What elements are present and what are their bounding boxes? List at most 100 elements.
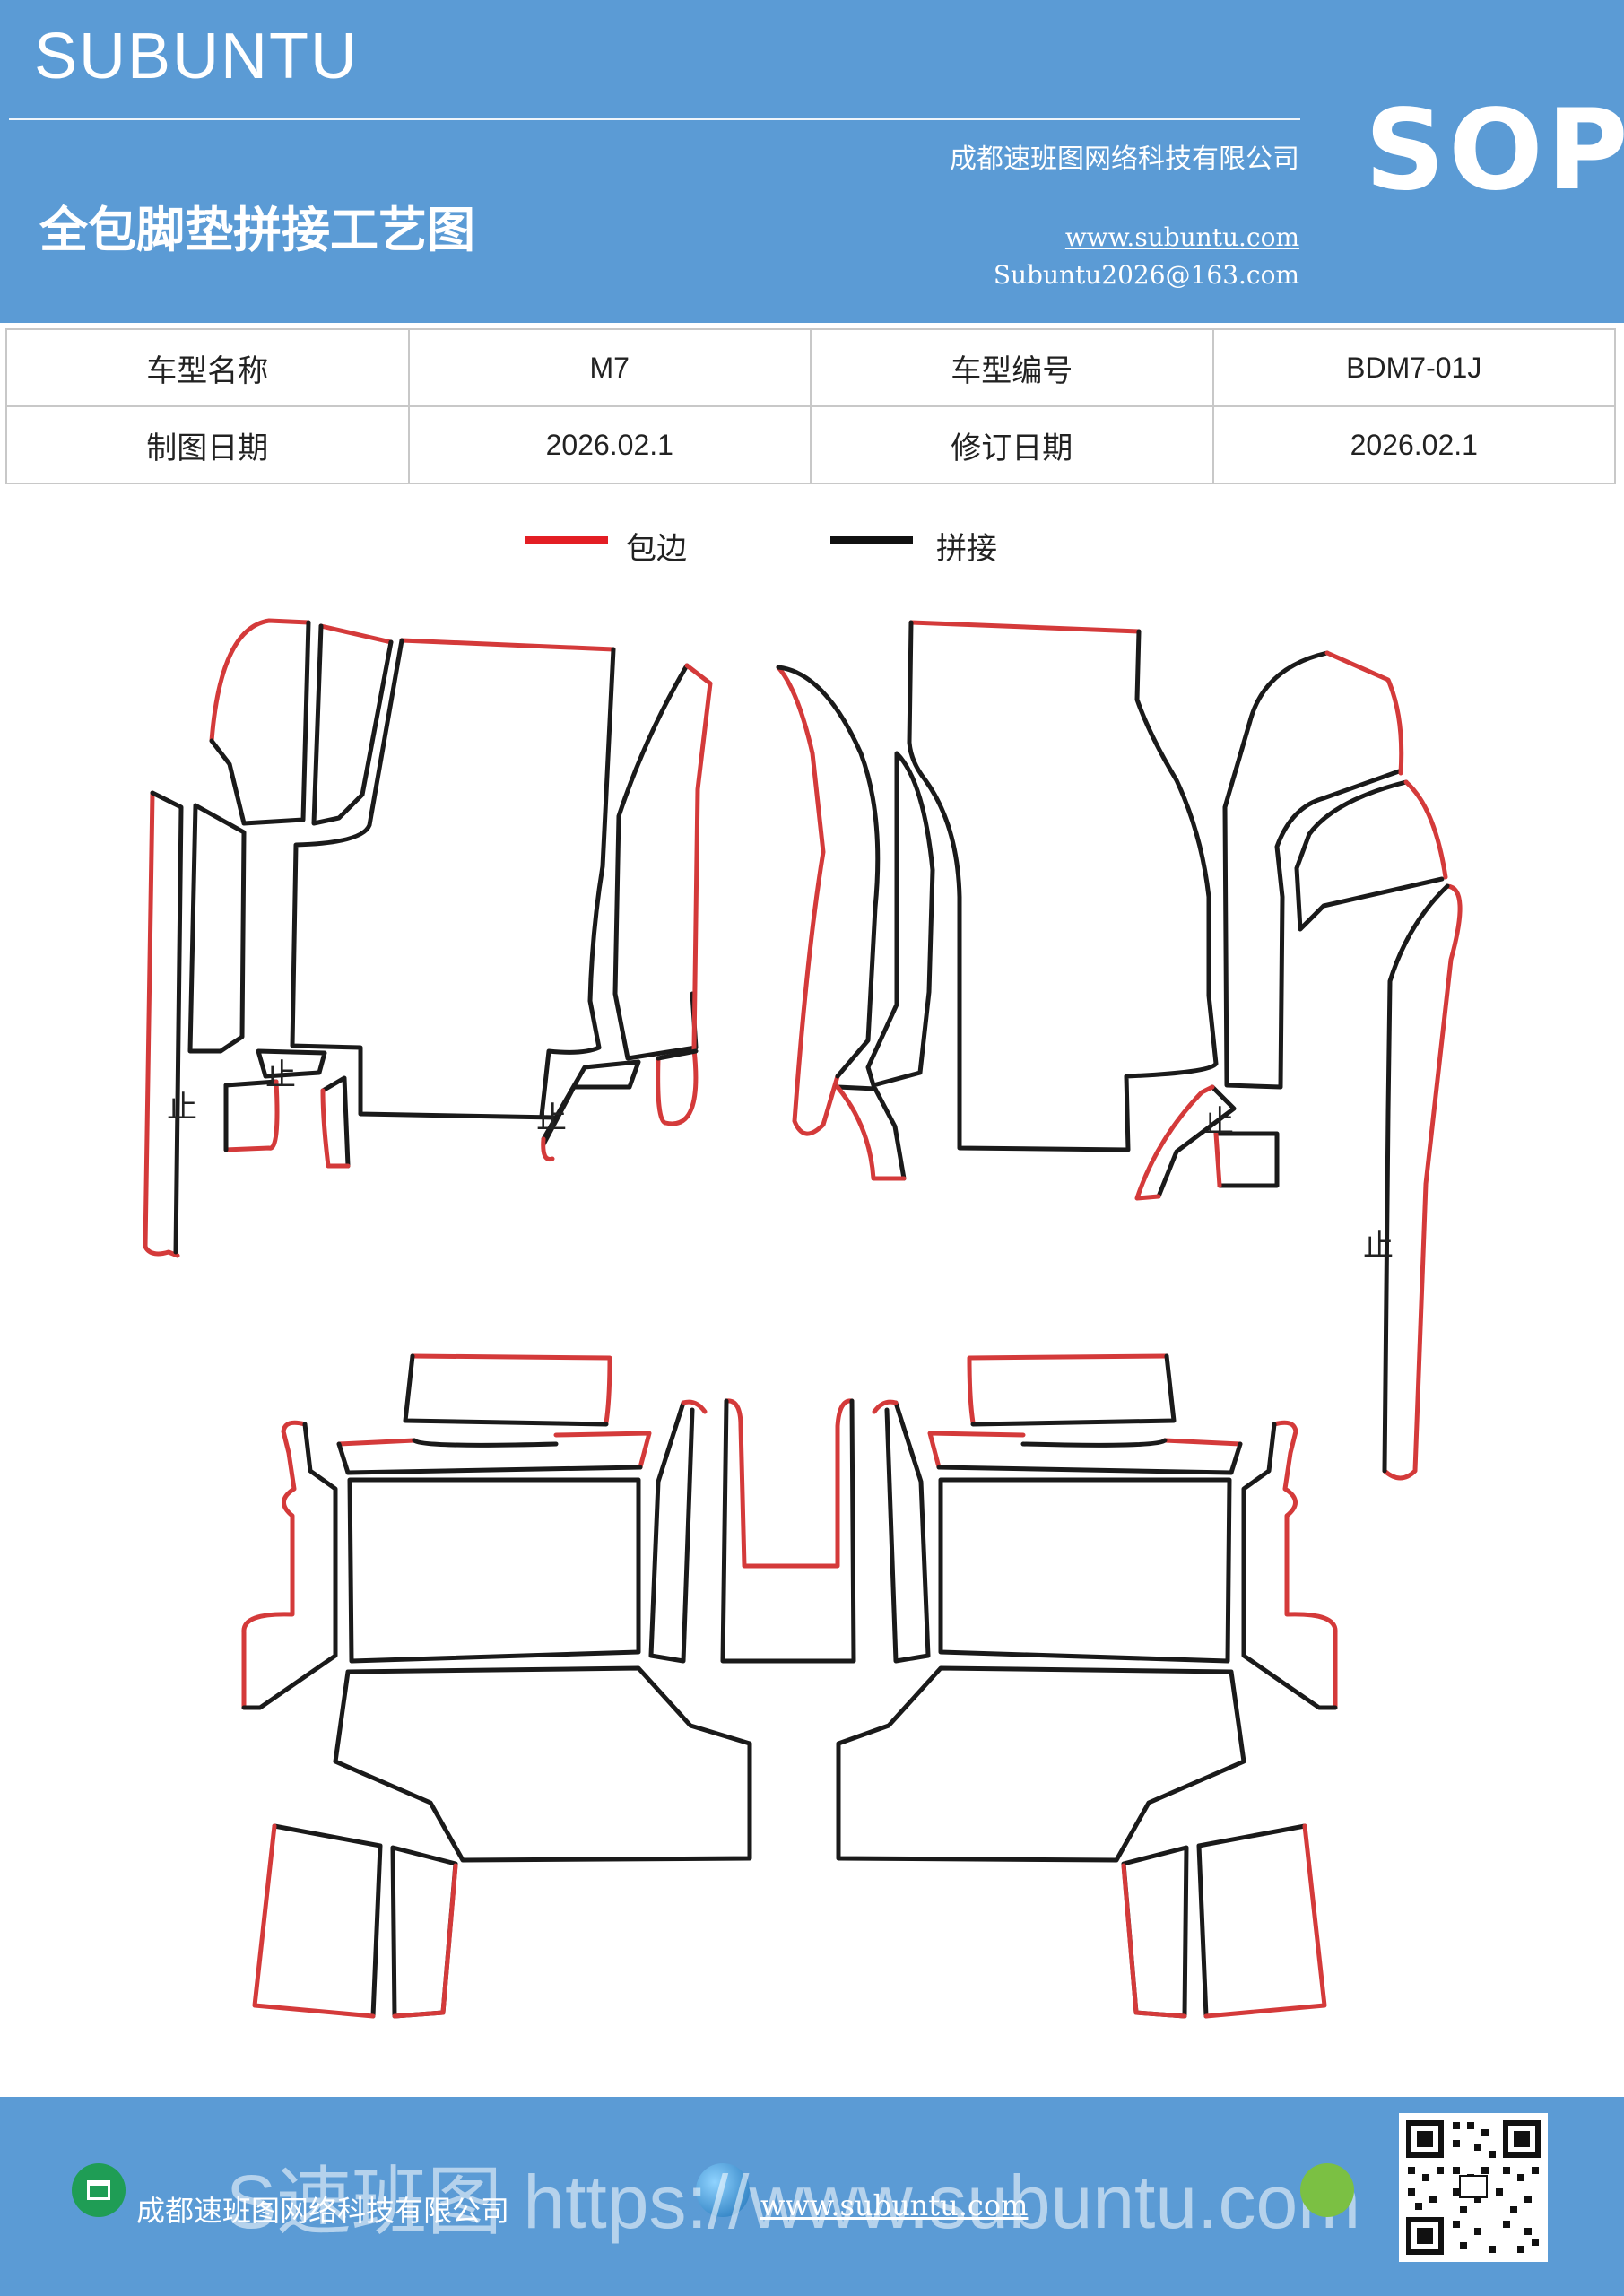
model-code-value: BDM7-01J [1211,328,1616,407]
email-address: Subuntu2026@163.com [993,260,1299,290]
mat-piece [320,1088,351,1169]
legend-edge-swatch [525,536,608,544]
mat-piece [648,1400,695,1664]
mat-piece [209,620,311,826]
mat-piece [403,1353,609,1427]
header-banner [0,0,1624,323]
mat-piece [927,1431,1243,1470]
footer-company: 成都速班图网络科技有限公司 [136,2194,510,2228]
mat-piece [938,1477,1232,1664]
building-icon [72,2163,126,2217]
model-name-value: M7 [407,328,812,407]
rear-left-mat-group [241,1353,752,2019]
mat-piece [187,803,247,1054]
mat-piece [539,647,616,1118]
mat-piece [1134,1084,1215,1201]
mat-piece [336,1431,652,1470]
model-code-label: 车型编号 [810,328,1214,407]
mat-piece [333,1665,752,1863]
mat-piece [209,618,311,744]
company-name: 成都速班图网络科技有限公司 [950,144,1299,175]
mat-piece [1241,1422,1338,1710]
mat-piece [392,1863,458,2019]
stop-mark: 止 [1363,1228,1394,1264]
stop-mark: 止 [536,1100,567,1136]
mat-piece [1272,1420,1338,1710]
stop-mark: 止 [167,1090,197,1126]
mat-piece [256,1048,327,1079]
mat-piece [1213,1131,1222,1188]
mat-piece [1403,779,1448,880]
qr-code-icon[interactable] [1399,2113,1548,2262]
rear-center-mat-group [720,1398,856,1664]
mat-piece [150,790,184,1255]
mat-piece [884,1400,931,1664]
mat-piece [612,663,699,1061]
mat-piece [410,1353,612,1425]
website-link[interactable]: www.subuntu.com [1064,222,1299,252]
legend-seam-label: 拼接 [936,531,997,567]
mat-piece [1294,779,1445,932]
mat-piece [311,623,394,826]
table-row: 车型名称 M7 车型编号 BDM7-01J [5,328,1616,407]
floor-mat-diagram: 止 止 止 止 止 [143,618,1463,2019]
mat-piece [252,1823,376,2019]
mat-piece [1121,1863,1187,2019]
mat-piece [320,1075,351,1169]
model-name-label: 车型名称 [5,328,410,407]
mat-piece [272,1823,383,2019]
legend-edge-label: 包边 [626,531,687,567]
mat-piece [865,751,935,1088]
mat-piece [1203,1823,1327,2019]
mat-piece [1196,1823,1307,2019]
table-row: 制图日期 2026.02.1 修订日期 2026.02.1 [5,405,1616,484]
mat-piece [681,1399,708,1414]
mat-piece [1222,650,1402,1090]
mat-piece [776,665,881,1079]
mat-piece [336,1438,643,1475]
draw-date-value: 2026.02.1 [407,405,812,484]
globe-icon [696,2163,750,2217]
mat-piece [1382,883,1463,1481]
mat-piece [1156,1084,1237,1199]
mat-piece [656,663,713,1126]
mat-piece [907,620,1219,1152]
mat-piece [318,623,394,645]
mat-piece [290,638,559,1120]
mat-piece [1213,1131,1280,1188]
mat-piece [720,1398,856,1664]
mat-piece [241,1422,338,1710]
header-divider [9,118,1300,120]
mat-piece [835,1084,907,1181]
mat-piece [143,790,180,1258]
footer-watermark: S速班图 https://www.subuntu.com [226,2160,1361,2244]
rear-right-mat-group [836,1353,1338,2019]
draw-date-label: 制图日期 [5,405,410,484]
mat-piece [724,1398,855,1569]
mat-piece [399,638,616,652]
mat-piece [967,1353,1169,1425]
stop-mark: 止 [265,1057,296,1093]
right-front-mat-group [776,620,1463,1481]
mat-piece [656,1048,699,1061]
wechat-icon [1300,2163,1354,2217]
legend-seam-swatch [830,536,913,544]
revise-date-value: 2026.02.1 [1211,405,1616,484]
mat-piece [836,1665,1246,1863]
mat-piece [936,1438,1243,1475]
document-title: 全包脚垫拼接工艺图 [39,202,475,258]
mat-piece [1382,883,1450,1474]
mat-piece [541,1136,555,1161]
mat-piece [970,1353,1177,1427]
mat-piece [223,1079,279,1088]
mat-piece [1324,650,1404,776]
revise-date-label: 修订日期 [810,405,1214,484]
vehicle-info-table: 车型名称 M7 车型编号 BDM7-01J 制图日期 2026.02.1 修订日… [5,328,1616,484]
mat-piece [241,1420,308,1710]
mat-piece [908,620,1142,634]
mat-piece [835,1084,907,1181]
mat-piece [776,665,840,1136]
footer-website-link[interactable]: www.subuntu.com [760,2188,1029,2222]
qr-pattern [1406,2120,1541,2255]
mat-piece [347,1477,641,1664]
